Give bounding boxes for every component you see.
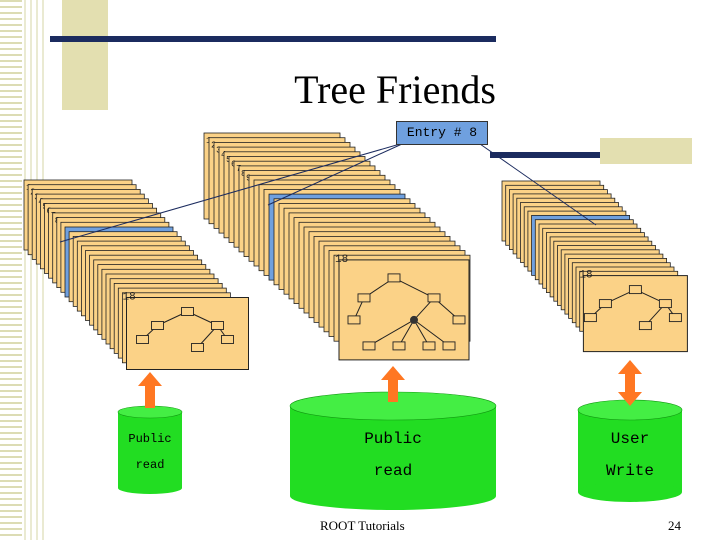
db-left-line2: read	[135, 458, 165, 472]
tree-root-node	[387, 273, 401, 283]
entry-label: Entry # 8	[396, 121, 488, 145]
database-left	[117, 405, 183, 494]
tree-leaf-node	[668, 313, 682, 323]
database-right	[577, 399, 683, 502]
page-number: 24	[668, 518, 681, 533]
tree-node	[211, 321, 224, 330]
cylinder-bottom	[290, 482, 496, 510]
entry-connector	[267, 143, 403, 206]
card-stack-middle: 12345678918	[203, 132, 471, 361]
tree-leaf-node	[362, 341, 376, 351]
tree-leaf-node	[442, 341, 456, 351]
decorative-stripe-left-2	[22, 0, 48, 540]
db-left-line1: Public	[128, 432, 172, 446]
database-middle	[289, 391, 497, 510]
tree-branch	[368, 319, 415, 347]
tree-root-node	[181, 307, 194, 316]
slide-title: Tree Friends	[294, 67, 496, 112]
tree-hub-node	[410, 315, 418, 324]
arrow-both-icon	[618, 360, 642, 406]
entry-connector	[59, 143, 401, 243]
tree-node	[598, 299, 612, 309]
db-middle-line1: Public	[364, 430, 422, 448]
tree-node	[658, 299, 672, 309]
tree-node	[357, 293, 371, 303]
cylinder-bottom	[118, 482, 182, 494]
tree-node	[347, 315, 361, 325]
tree-node	[151, 321, 164, 330]
front-card-index: 18	[335, 254, 348, 266]
tree-icon	[136, 307, 234, 352]
accent-tan-block	[62, 0, 108, 110]
accent-bar-top	[50, 36, 496, 42]
decorative-stripe-left	[0, 0, 22, 540]
arrow-up-icon	[138, 372, 162, 408]
card-stack-left: 1234567818	[23, 179, 249, 370]
front-card-index: 18	[123, 292, 136, 304]
tree-leaf-node	[392, 341, 406, 351]
tree-leaf-node	[583, 313, 597, 323]
arrow-shape	[618, 360, 642, 406]
accent-tan-right	[600, 138, 692, 164]
tree-icon	[583, 285, 682, 331]
card-stack-right: 18	[501, 180, 688, 353]
accent-bar-mid	[490, 152, 672, 158]
cylinder-body	[578, 410, 682, 492]
cylinder-body	[118, 412, 182, 488]
cylinder-body	[290, 406, 496, 496]
tree-node	[427, 293, 441, 303]
tree-branch	[393, 277, 435, 299]
entry-connector	[479, 143, 597, 226]
db-middle-line2: read	[373, 462, 413, 480]
tree-leaf-node	[191, 343, 204, 352]
tree-leaf-node	[221, 335, 234, 344]
arrow-up-icon	[381, 366, 405, 402]
tree-node	[452, 315, 466, 325]
cylinder-bottom	[578, 482, 682, 502]
arrow-shape	[138, 372, 162, 408]
tree-leaf-node	[638, 321, 652, 331]
tree-leaf-node	[422, 341, 436, 351]
db-right-line2: Write	[605, 462, 654, 480]
footer-text: ROOT Tutorials	[320, 518, 405, 533]
arrow-shape	[381, 366, 405, 402]
tree-leaf-node	[136, 335, 149, 344]
tree-icon	[347, 273, 466, 351]
front-card-index: 18	[579, 270, 592, 282]
db-right-line1: User	[610, 430, 650, 448]
tree-root-node	[628, 285, 642, 295]
